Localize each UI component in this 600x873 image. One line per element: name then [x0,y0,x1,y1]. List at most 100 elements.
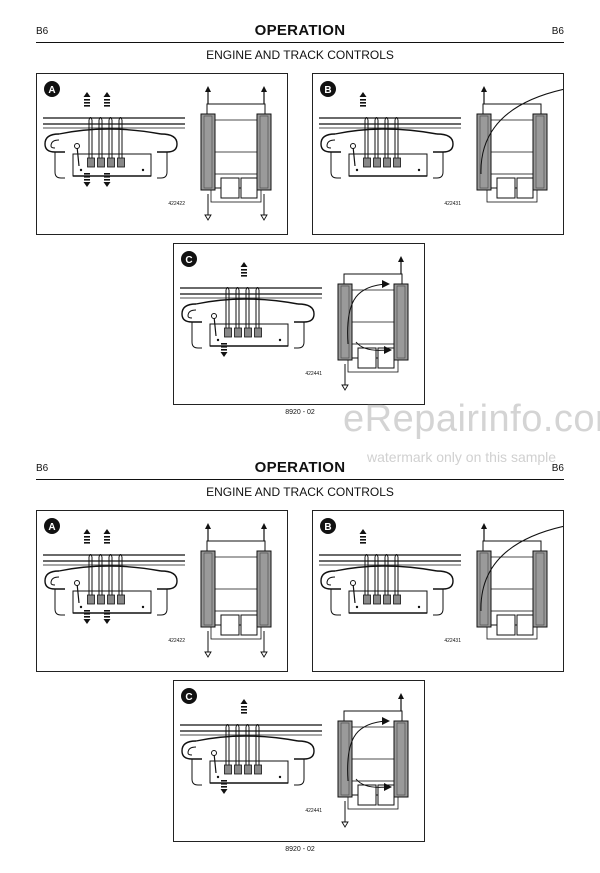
track-reverse-arrow [204,631,212,658]
lever-grip [244,764,252,775]
page-subtitle: ENGINE AND TRACK CONTROLS [206,48,394,62]
lever-grip [393,594,401,605]
page-footer-code: 8920 - 02 [285,846,315,853]
machine-body [482,540,542,626]
track-left [337,283,353,361]
track-right [532,113,548,191]
figure-label-letter: C [185,255,192,266]
figure-c-illustration: C 422441 [180,251,409,391]
track-left [337,720,353,798]
page-footer-code: 8920 - 02 [285,409,315,416]
cab-box [496,177,516,199]
lever-grip [373,594,381,605]
page-subtitle: ENGINE AND TRACK CONTROLS [206,485,394,499]
track-left [476,550,492,628]
lever-grip [393,157,401,168]
figure-code: 422422 [168,201,185,207]
handle-left [44,570,65,590]
figure-code: 422431 [444,638,461,644]
figure-label-letter: B [324,85,331,96]
machine-body [206,540,266,626]
lever-grip [97,157,105,168]
handle-top [58,128,162,135]
track-left [200,550,216,628]
figure-panel-c: C 422441 [173,243,425,405]
lever-grip [234,764,242,775]
track-forward-arrow [398,693,404,711]
handle-top [195,298,299,305]
figure-c-illustration: C 422441 [180,688,409,828]
figure-label-letter: B [324,522,331,533]
control-console-drawing [43,529,185,624]
spin-turn-arrow [347,280,392,354]
cab-box [357,347,377,369]
cab-box [496,614,516,636]
figure-label-letter: A [48,522,55,533]
manual-page-bottom: B6 OPERATION B6 ENGINE AND TRACK CONTROL… [0,437,600,873]
lever-grip [107,594,115,605]
handle-left [181,303,202,323]
page-title: OPERATION [254,459,346,476]
machine-top-view [476,86,563,203]
track-left [476,113,492,191]
track-left [200,113,216,191]
lever-up-arrow [240,262,248,277]
figure-panel-b: B 422431 [312,73,564,235]
spin-turn-arrow [347,717,392,791]
throttle-lever [352,582,356,604]
lever-grip [383,157,391,168]
header-rule [36,479,564,480]
handle-top [334,565,438,572]
figure-label-letter: A [48,85,55,96]
track-forward-arrow [261,523,267,541]
lever-down-arrow [220,343,228,357]
handle-right [157,570,178,590]
handle-right [433,570,454,590]
section-number-right: B6 [551,463,564,474]
track-forward-arrow [481,523,487,541]
manual-page-top: B6 OPERATION B6 ENGINE AND TRACK CONTROL… [0,0,600,436]
handle-top [58,565,162,572]
lever-up-arrow [103,92,111,107]
lever-down-arrow [103,610,111,624]
figure-panel-b: B 422431 [312,510,564,672]
lever-grip [363,594,371,605]
control-console-drawing [180,262,322,357]
figure-label-letter: C [185,692,192,703]
turn-arc-arrow [480,89,563,175]
figure-label-badge: A [44,518,60,534]
figure-code: 422431 [444,201,461,207]
figure-code: 422441 [305,808,322,814]
cab-box [220,614,240,636]
lever-down-arrow [83,610,91,624]
machine-body [482,103,542,189]
handle-right [294,303,315,323]
figure-code: 422441 [305,371,322,377]
figure-label-badge: C [181,251,197,267]
figure-b-illustration: B 422431 [319,518,563,644]
control-console-drawing [319,529,461,616]
machine-top-view [200,523,272,658]
lever-up-arrow [83,92,91,107]
track-right [256,113,272,191]
lever-grip [117,594,125,605]
lever-down-arrow [83,173,91,187]
figure-panel-a: A 422422 [36,73,288,235]
track-reverse-arrow [341,364,349,391]
machine-top-view [476,523,563,640]
throttle-lever [352,145,356,167]
track-forward-arrow [481,86,487,104]
track-reverse-arrow [204,194,212,221]
control-console-drawing [180,699,322,794]
figure-panel-c: C 422441 [173,680,425,842]
lever-grip [383,594,391,605]
section-number: B6 [36,26,49,37]
track-reverse-arrow [260,194,268,221]
lever-grip [224,764,232,775]
lever-grip [87,594,95,605]
handle-right [157,133,178,153]
section-number-right: B6 [551,26,564,37]
throttle-lever [76,582,80,604]
track-reverse-arrow [341,801,349,828]
lever-grip [363,157,371,168]
